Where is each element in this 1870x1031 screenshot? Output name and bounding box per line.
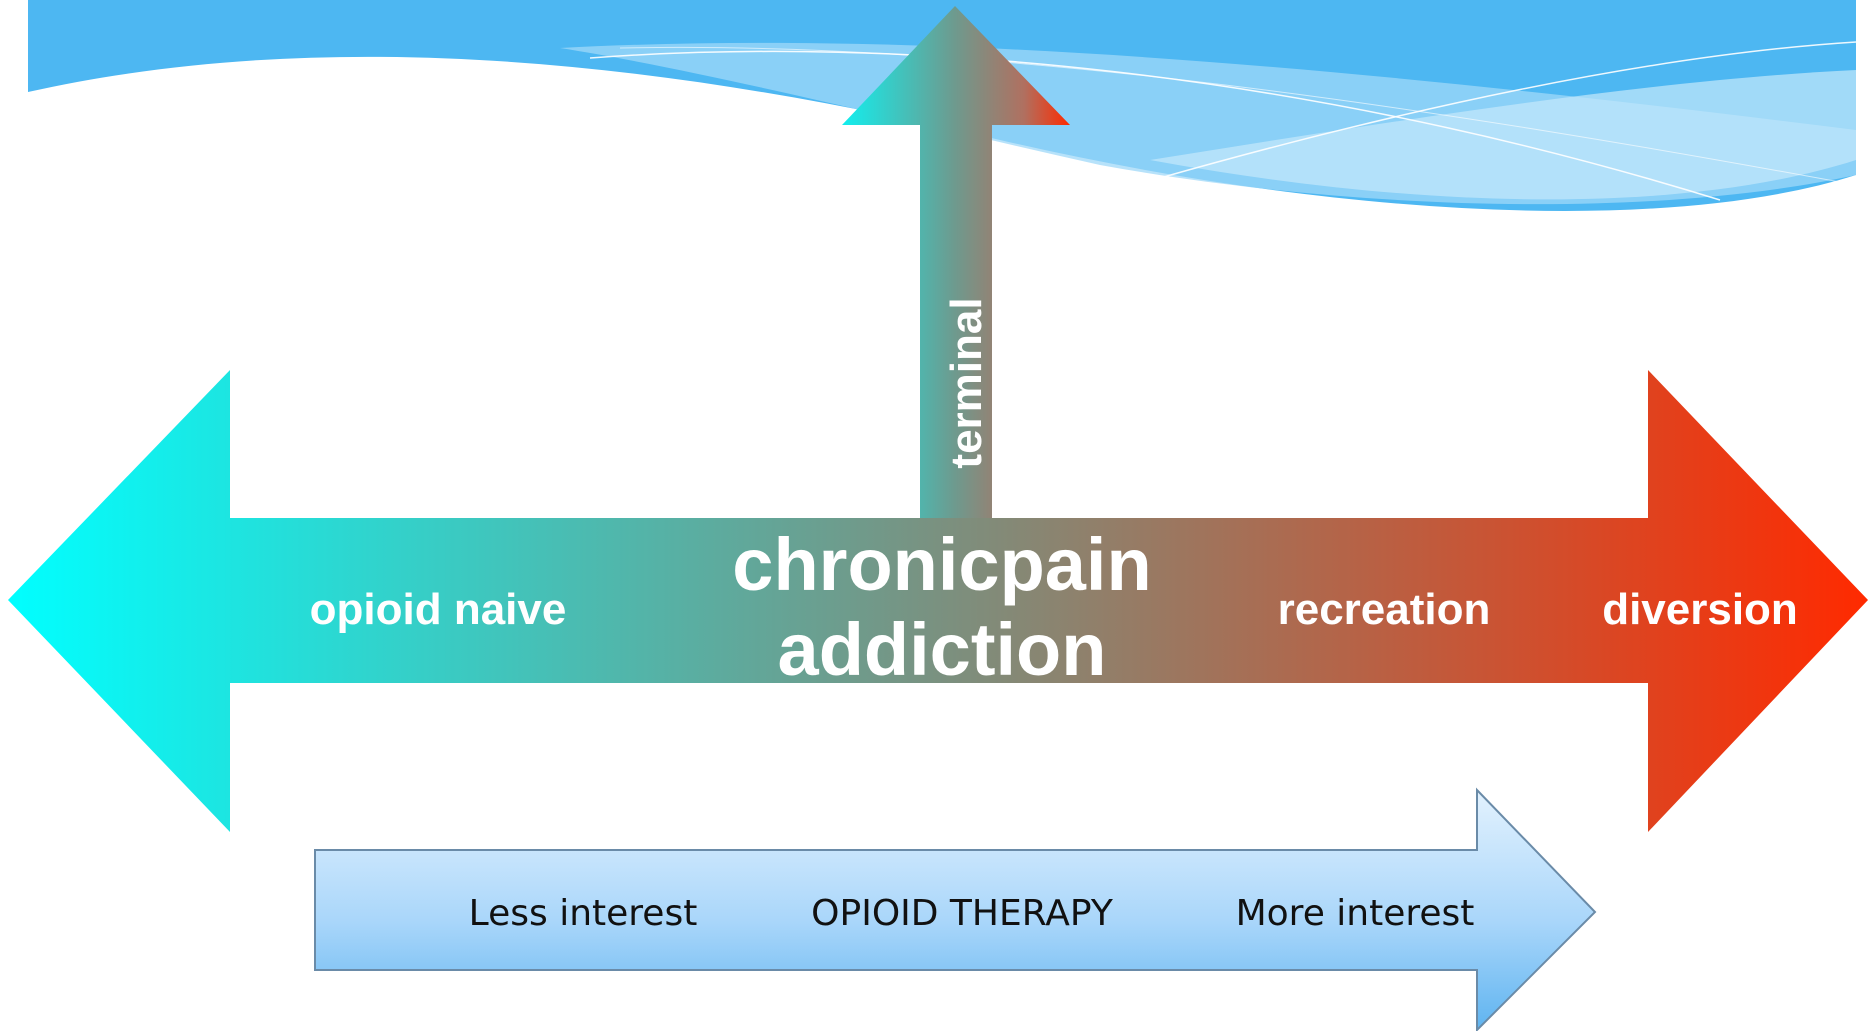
- spectrum-double-arrow: opioid naive chronicpain addiction recre…: [8, 370, 1868, 832]
- terminal-arrow-shape: [842, 6, 1070, 522]
- opioid-naive-label: opioid naive: [310, 585, 567, 634]
- opioid-therapy-label: OPIOID THERAPY: [811, 893, 1114, 934]
- wave-line-3: [619, 46, 1857, 186]
- terminal-label: terminal: [942, 297, 991, 468]
- more-interest-label: More interest: [1236, 893, 1475, 934]
- wave-line-2: [1159, 41, 1857, 179]
- chronic-pain-label: chronicpain: [732, 523, 1151, 606]
- therapy-arrow-shape: [314, 787, 1597, 1031]
- wave-pale-band: [1150, 70, 1856, 200]
- spectrum-arrow-shape: [8, 370, 1868, 832]
- terminal-arrow: terminal: [842, 6, 1070, 522]
- opioid-therapy-arrow: Less interest OPIOID THERAPY More intere…: [314, 787, 1597, 1031]
- recreation-label: recreation: [1278, 585, 1491, 634]
- diversion-label: diversion: [1602, 585, 1798, 634]
- wave-line-1: [589, 50, 1721, 201]
- addiction-label: addiction: [778, 608, 1107, 691]
- less-interest-label: Less interest: [469, 893, 698, 934]
